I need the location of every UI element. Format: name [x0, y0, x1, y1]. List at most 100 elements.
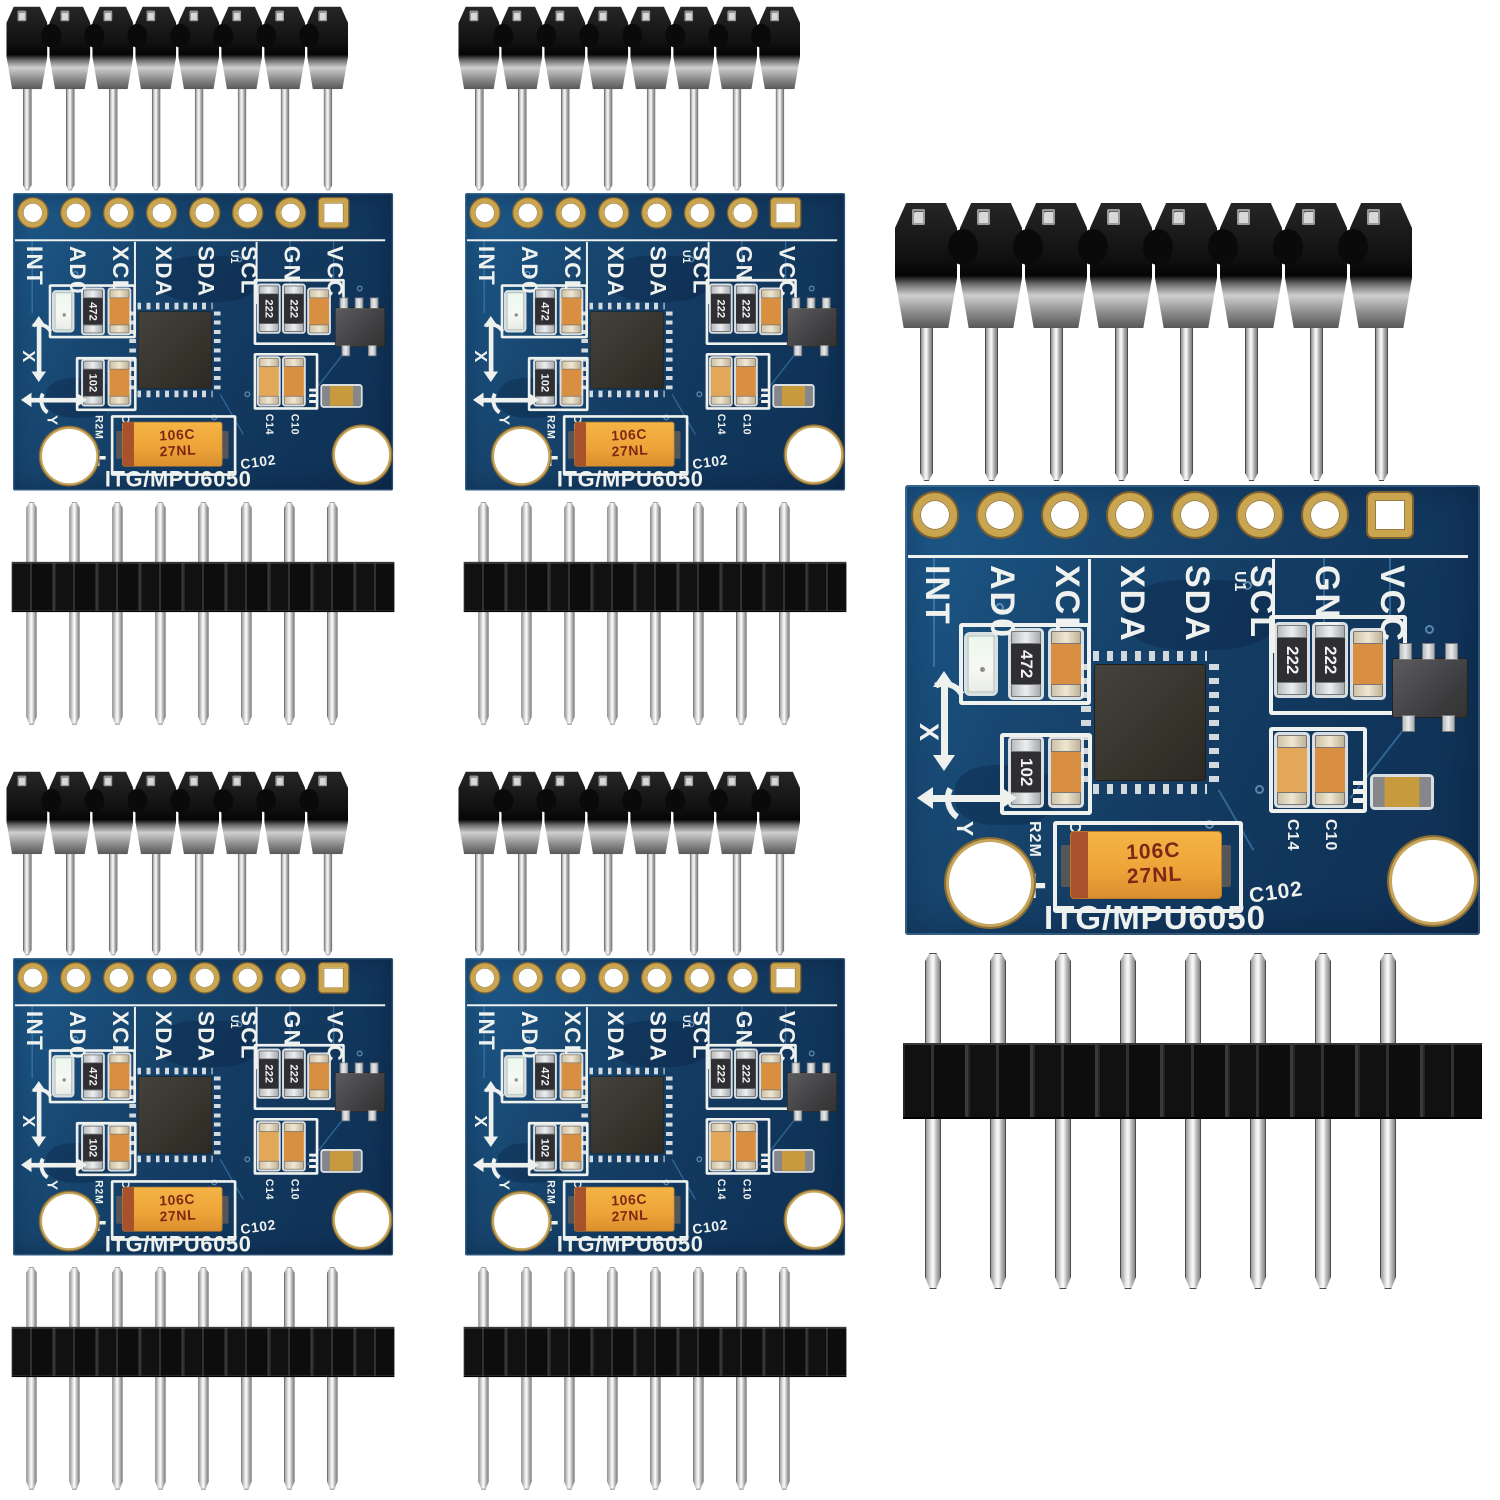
capacitor-horizontal: [774, 1151, 813, 1171]
mold-mark: [1042, 209, 1055, 225]
y-axis-arrow: [30, 1162, 78, 1168]
header-pin: [22, 849, 32, 956]
cap-designator-label: C10: [740, 1178, 752, 1201]
ic-designator-label: U1: [1231, 571, 1248, 592]
resistor-102: 102: [535, 360, 555, 405]
regulator-lead: [354, 1062, 364, 1074]
silk-outline: [253, 352, 319, 410]
header-unit: [587, 6, 643, 193]
header-pin: [284, 610, 295, 725]
tantalum-capacitor: 106C 27NL: [122, 422, 222, 466]
chip-leads-top: [137, 1067, 213, 1075]
tantalum-capacitor: 106C 27NL: [574, 422, 674, 466]
header-unit: [135, 771, 191, 958]
header-housing: [264, 6, 306, 90]
solder-pad-scl: [233, 963, 263, 993]
header-unit: [501, 771, 557, 958]
header-plastic-bar: [11, 1326, 395, 1378]
chip-leads-left: [581, 310, 588, 390]
capacitor-horizontal: [322, 386, 361, 406]
y-axis-arrowhead: [76, 1157, 88, 1173]
solder-pad-ad0: [513, 963, 543, 993]
capacitor: [710, 1123, 731, 1170]
x-axis-arrowhead: [483, 315, 499, 327]
chip-leads-left: [1081, 663, 1091, 782]
pcb-shade: [610, 1020, 710, 1068]
header-pin: [22, 84, 32, 191]
mold-mark: [146, 775, 156, 787]
power-led: [505, 292, 525, 331]
via: [236, 1021, 243, 1028]
header-housing: [6, 6, 48, 90]
header-hole: [1273, 229, 1303, 265]
cap-designator-label: C14: [263, 413, 275, 436]
y-axis-arrow: [482, 1162, 530, 1168]
header-pin: [732, 849, 742, 956]
pin-header-strip-bottom: [463, 1267, 847, 1492]
header-pin: [323, 849, 333, 956]
header-housing: [544, 771, 586, 855]
header-pin-tip: [1120, 953, 1136, 1045]
silk-outline: [527, 356, 589, 412]
resistor-222: 222: [284, 1050, 304, 1097]
solder-pad-xcl: [1043, 493, 1087, 537]
header-pin: [646, 84, 656, 191]
header-unit: [307, 771, 349, 958]
mpu6050-chip: [590, 311, 664, 388]
mold-mark: [103, 10, 113, 22]
voltage-regulator-chip: [787, 1073, 837, 1112]
capacitor: [109, 1125, 130, 1170]
mounting-hole-right: [1389, 837, 1477, 925]
capacitor-horizontal: [774, 386, 813, 406]
header-pin: [650, 610, 661, 725]
regulator-lead: [354, 297, 364, 309]
regulator-lead: [1422, 643, 1435, 660]
resistor-222: 222: [1277, 625, 1307, 695]
mold-mark: [103, 775, 113, 787]
solder-pad-xda: [599, 963, 629, 993]
pin-label: SDA: [193, 245, 219, 298]
header-hole: [41, 23, 62, 48]
header-pin-tip: [693, 502, 704, 564]
header-hole: [213, 788, 234, 813]
tantalum-capacitor: 106C 27NL: [122, 1187, 222, 1231]
header-housing: [1025, 203, 1087, 328]
x-axis-label: X: [18, 1115, 39, 1128]
header-housing: [960, 203, 1022, 328]
header-housing: [630, 771, 672, 855]
pin-label: XDA: [1113, 565, 1151, 643]
resistor-222: 222: [258, 1050, 279, 1097]
tantalum-marking: 106C 27NL: [610, 1191, 649, 1225]
pin-label: SCL: [688, 245, 714, 295]
header-pin: [521, 610, 532, 725]
solder-pad-gnd: [276, 963, 306, 993]
silk-vertical-line: [585, 1006, 588, 1070]
chip-leads-top: [589, 302, 665, 310]
header-housing: [221, 6, 263, 90]
header-pin: [474, 84, 484, 191]
capacitor: [1277, 735, 1307, 805]
solder-pad-xcl: [104, 198, 134, 228]
mold-mark: [727, 775, 737, 787]
header-pin: [517, 84, 527, 191]
pin-header-strip-top: [458, 6, 843, 193]
mold-mark: [189, 775, 199, 787]
header-housing: [895, 203, 957, 328]
resistor-designator-label: R2M: [92, 1180, 105, 1205]
cap-designator-label: C10: [740, 413, 752, 436]
header-unit: [501, 6, 557, 193]
gy521-mpu6050-board: INT AD0 XCL XDA SDA SCL GND VCC U1 472 1…: [465, 958, 846, 1256]
y-axis-label: Y: [496, 414, 514, 426]
silk-outline: [959, 623, 1091, 705]
header-pin-tip: [284, 1267, 295, 1329]
x-axis-arrowhead: [933, 755, 955, 771]
mold-mark: [727, 10, 737, 22]
board-title: ITG/MPU6050: [1044, 899, 1266, 935]
mold-mark: [275, 10, 285, 22]
silk-outline: [48, 1049, 136, 1104]
via: [808, 285, 815, 292]
solder-pad-scl: [233, 198, 263, 228]
chip-leads-left: [129, 1075, 136, 1155]
header-unit: [92, 6, 148, 193]
